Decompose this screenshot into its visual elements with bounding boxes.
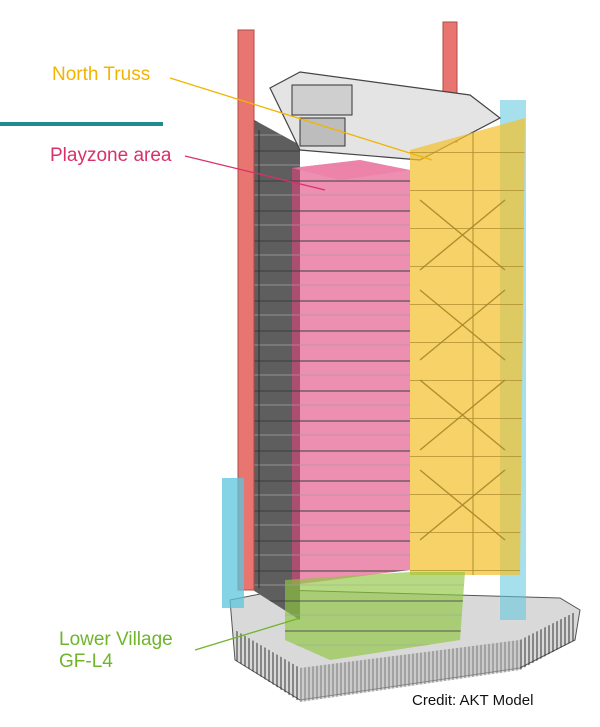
north-truss-volume [410, 118, 525, 575]
leader-lines [169, 77, 433, 651]
lower-village-label-line1: Lower Village [59, 629, 173, 650]
west-facade [245, 115, 300, 620]
lower-village-label-line2: GF-L4 [59, 651, 113, 672]
playzone-volume [292, 160, 410, 585]
accent-bar [0, 122, 163, 126]
roof-plant [269, 71, 502, 161]
playzone-label: Playzone area [50, 145, 172, 166]
image-credit: Credit: AKT Model [412, 692, 534, 709]
lower-village-label: Lower Village GF-L4 [59, 629, 173, 673]
lower-village-volume [285, 572, 465, 660]
north-truss-label: North Truss [52, 64, 151, 85]
